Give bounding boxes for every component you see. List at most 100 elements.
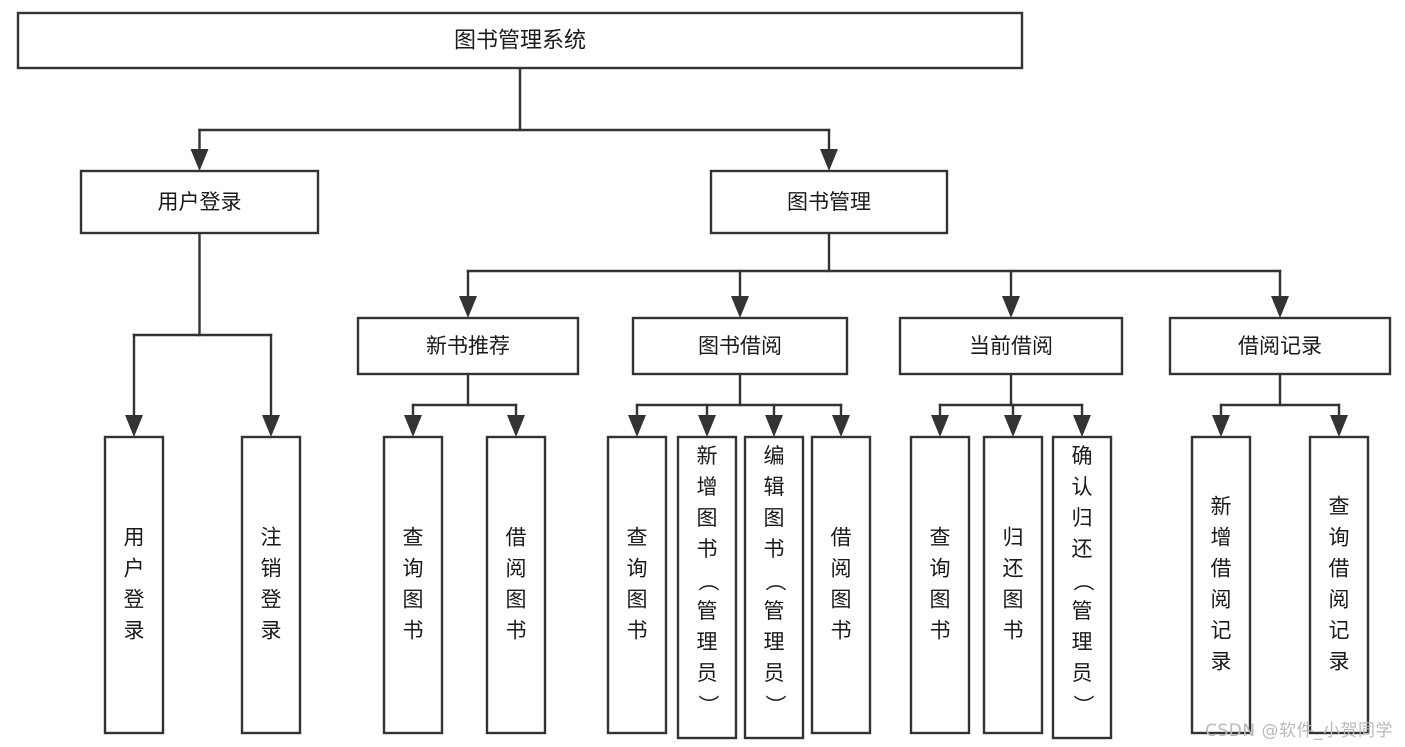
leaf-label-char: 还 [1003, 557, 1024, 581]
leaf-node-leaf-query-book-2-box[interactable] [606, 435, 668, 735]
arrow-head [820, 149, 838, 171]
root-node-label: 图书管理系统 [454, 29, 586, 54]
leaf-label-char: 阅 [1329, 588, 1350, 612]
leaf-label-char: 查 [1329, 495, 1350, 519]
leaf-label-char: 还 [1072, 537, 1093, 561]
leaf-label-char: 辑 [764, 475, 785, 499]
level3-node-label: 图书借阅 [698, 334, 782, 358]
leaf-node-leaf-query-record-box[interactable] [1308, 435, 1370, 735]
leaf-label-char: 阅 [506, 557, 527, 581]
leaf-label-char: 查 [627, 526, 648, 550]
leaf-label-char: 图 [1003, 588, 1024, 612]
level3-node-borrow-record[interactable]: 借阅记录 [1168, 316, 1392, 376]
leaf-label-char: （ [1071, 571, 1095, 592]
leaf-label-char: 登 [261, 588, 282, 612]
leaf-label-char: 登 [124, 588, 145, 612]
leaf-label-char: 录 [261, 619, 282, 643]
arrow-head [459, 296, 477, 318]
leaf-label-char: 记 [1329, 619, 1350, 643]
leaf-node-leaf-query-book-3-box[interactable] [909, 435, 971, 735]
root-node-book-management-system[interactable]: 图书管理系统 [16, 11, 1024, 70]
watermark-label: CSDN @软件_小贺同学 [1205, 721, 1393, 741]
leaf-label-char: 书 [403, 619, 424, 643]
arrow-head [1271, 296, 1289, 318]
level3-node-current-borrow-box[interactable] [898, 316, 1124, 376]
node-boxes: 图书管理系统用户登录图书管理新书推荐图书借阅当前借阅借阅记录用户登录注销登录查询… [16, 11, 1392, 740]
leaf-label-char: 管 [697, 599, 718, 623]
level2-node-book-manage-box[interactable] [709, 169, 949, 235]
level3-node-current-borrow[interactable]: 当前借阅 [898, 316, 1124, 376]
leaf-label-char: 用 [124, 526, 145, 550]
level3-node-book-borrow-box[interactable] [631, 316, 849, 376]
leaf-label-char: 员 [1072, 661, 1093, 685]
level3-node-label: 借阅记录 [1238, 334, 1322, 358]
leaf-label-char: 录 [1211, 650, 1232, 674]
level3-node-borrow-record-box[interactable] [1168, 316, 1392, 376]
arrow-head [262, 415, 280, 437]
leaf-label-char: 编 [764, 444, 785, 468]
level3-node-new-book-rec-box[interactable] [356, 316, 580, 376]
leaf-label-char: 记 [1211, 619, 1232, 643]
arrow-head [1073, 415, 1091, 437]
arrow-head [698, 415, 716, 437]
leaf-node-leaf-add-book-box[interactable] [676, 435, 738, 740]
arrow-head [1330, 415, 1348, 437]
level3-node-label: 当前借阅 [969, 334, 1053, 358]
leaf-node-leaf-confirm-return-box[interactable] [1051, 435, 1113, 740]
leaf-node-label: 用户登录 [124, 526, 145, 643]
leaf-node-leaf-user-login-box[interactable] [103, 435, 165, 735]
leaf-label-char: 员 [697, 661, 718, 685]
leaf-label-char: 户 [124, 557, 145, 581]
leaf-node-leaf-borrow-book-2-box[interactable] [810, 435, 872, 735]
leaf-node-leaf-user-login[interactable]: 用户登录 [103, 435, 165, 735]
leaf-label-char: 书 [506, 619, 527, 643]
leaf-label-char: 书 [1003, 619, 1024, 643]
leaf-label-char: 书 [764, 537, 785, 561]
leaf-label-char: 借 [506, 526, 527, 550]
arrow-head [190, 149, 209, 171]
leaf-node-leaf-edit-book-box[interactable] [743, 435, 805, 740]
root-node-book-management-system-box[interactable] [16, 11, 1024, 70]
leaf-label-char: 增 [1211, 526, 1232, 550]
level3-node-label: 新书推荐 [426, 334, 510, 358]
arrow-head [628, 415, 646, 437]
level3-node-new-book-rec[interactable]: 新书推荐 [356, 316, 580, 376]
level2-node-book-manage[interactable]: 图书管理 [709, 169, 949, 235]
leaf-node-leaf-borrow-book-1-box[interactable] [485, 435, 547, 735]
arrow-head [125, 415, 143, 437]
leaf-label-char: 阅 [831, 557, 852, 581]
leaf-node-leaf-query-book-1-box[interactable] [382, 435, 444, 735]
leaf-label-char: 图 [627, 588, 648, 612]
leaf-node-leaf-add-record-box[interactable] [1190, 435, 1252, 735]
leaf-label-char: 书 [697, 537, 718, 561]
level3-node-book-borrow[interactable]: 图书借阅 [631, 316, 849, 376]
leaf-label-char: 询 [403, 557, 424, 581]
leaf-label-char: 询 [1329, 526, 1350, 550]
level2-node-user-login-box[interactable] [79, 169, 320, 235]
leaf-node-leaf-return-book-box[interactable] [982, 435, 1044, 735]
leaf-label-char: 归 [1003, 526, 1024, 550]
level2-node-user-login[interactable]: 用户登录 [79, 169, 320, 235]
leaf-node-leaf-logout-box[interactable] [240, 435, 302, 735]
leaf-label-char: 销 [261, 557, 282, 581]
